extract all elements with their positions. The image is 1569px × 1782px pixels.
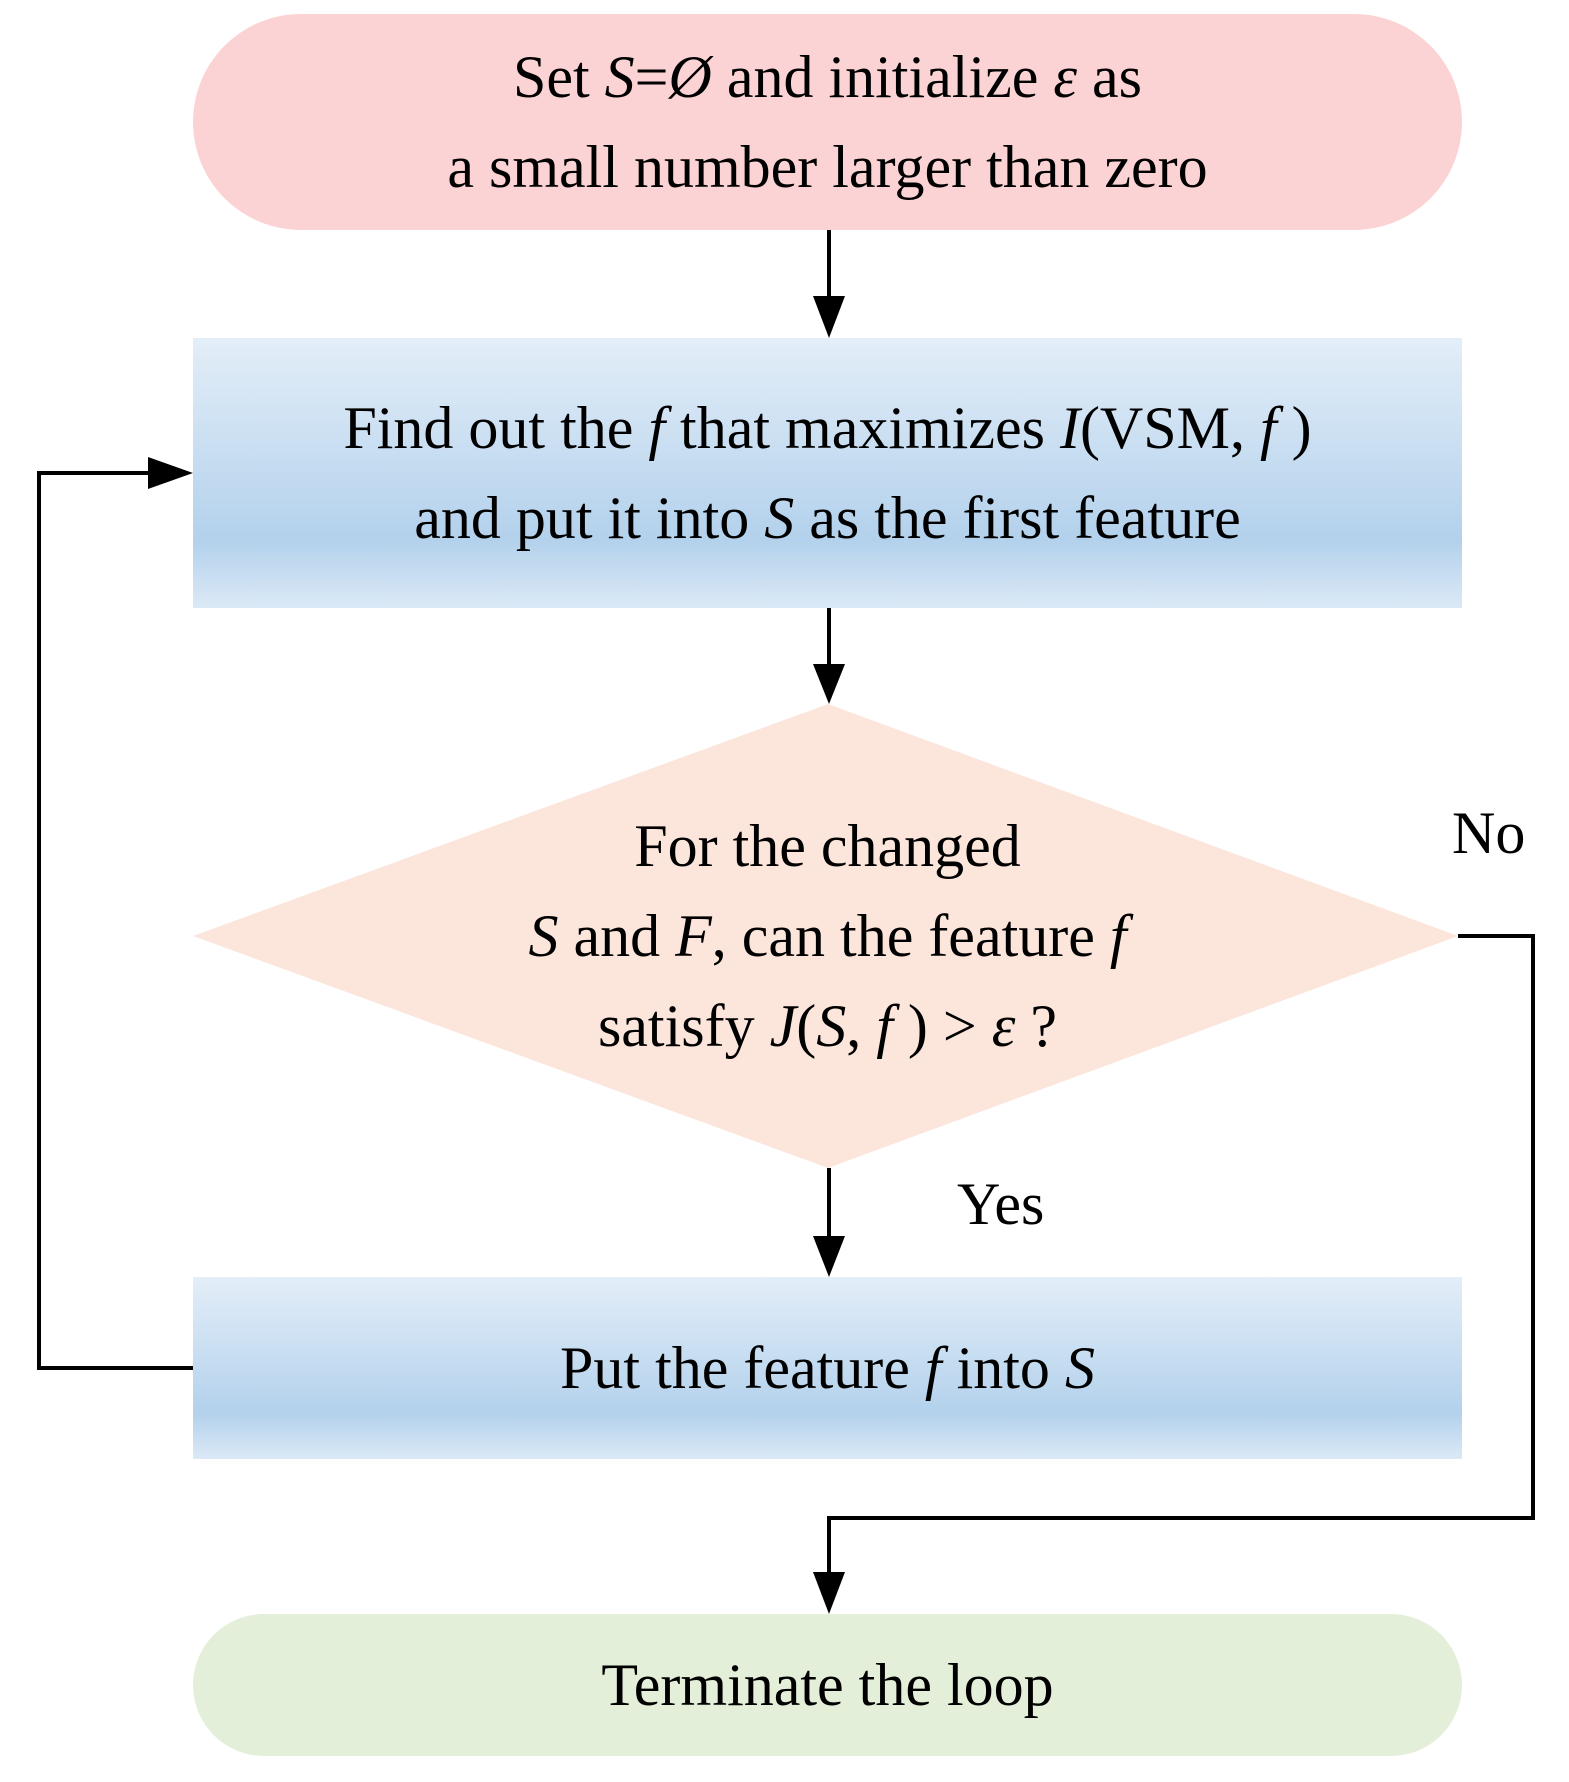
decision-text-greater-than: ) > [892,993,992,1059]
arrow-loop-back-to-find [37,457,193,1370]
find-text-first-feature: as the first feature [794,485,1241,551]
put-process-text: Put the feature f into S [193,1323,1462,1413]
start-terminal-text: Set S=Ø and initialize ε as a small numb… [193,32,1462,212]
start-symbol-epsilon: ε [1053,44,1078,110]
decision-text: For the changed S and F, can the feature… [193,801,1462,1071]
put-text-into: into [941,1335,1065,1401]
start-symbol-s: S [604,44,635,110]
find-text-vsm: (VSM, [1079,395,1260,461]
find-symbol-i: I [1059,395,1080,461]
decision-diamond-shape [193,704,1458,1168]
start-text-as: as [1077,44,1143,110]
start-terminal-shape [193,14,1462,230]
decision-line-2: S and F, can the feature f [193,891,1462,981]
decision-symbol-s-arg: S [816,993,847,1059]
edge-label-yes: Yes [957,1171,1045,1237]
find-line-2: and put it into S as the first feature [193,473,1462,563]
end-terminal-text: Terminate the loop [601,1652,1054,1718]
end-terminal-shape [193,1614,1462,1756]
arrow-decision-to-put [813,1168,845,1277]
decision-text-and: and [558,903,676,969]
find-text-put-into: and put it into [414,485,765,551]
decision-open-paren: ( [796,993,817,1059]
decision-symbol-s: S [528,903,559,969]
decision-comma: , [846,993,877,1059]
put-symbol-f: f [924,1335,942,1401]
find-text-maximizes: that maximizes [665,395,1060,461]
start-symbol-empty-set: Ø [668,44,712,110]
decision-text-satisfy: satisfy [597,993,770,1059]
find-process-text: Find out the f that maximizes I(VSM, f )… [193,383,1462,563]
put-process-shape [193,1277,1462,1459]
arrow-find-to-decision [813,608,845,704]
decision-question-mark: ? [1015,993,1058,1059]
find-symbol-s: S [764,485,795,551]
decision-symbol-f-arg: f [876,993,893,1059]
decision-symbol-f: f [1109,903,1127,969]
find-text-find-out: Find out the [343,395,649,461]
start-text-set: Set [512,44,605,110]
put-symbol-s: S [1064,1335,1095,1401]
put-text-put-feature: Put the feature [560,1335,925,1401]
start-line-2: a small number larger than zero [447,134,1208,200]
edge-label-no: No [1452,800,1526,866]
decision-symbol-j: J [769,993,797,1059]
decision-line-1: For the changed [634,813,1021,879]
decision-line-3: satisfy J(S, f ) > ε ? [193,981,1462,1071]
find-text-close-paren: ) [1276,395,1312,461]
decision-text-can-feature: , can the feature [711,903,1110,969]
find-line-1: Find out the f that maximizes I(VSM, f ) [193,383,1462,473]
find-symbol-f: f [648,395,666,461]
arrow-decision-to-end [813,934,1535,1614]
find-symbol-f-arg: f [1259,395,1277,461]
find-process-shape [193,338,1462,608]
decision-symbol-f-set: F [675,903,712,969]
arrow-start-to-find [813,230,845,338]
decision-symbol-epsilon: ε [991,993,1016,1059]
start-text-initialize: and initialize [711,44,1054,110]
start-equals: = [634,44,669,110]
start-line-1: Set S=Ø and initialize ε as [193,32,1462,122]
